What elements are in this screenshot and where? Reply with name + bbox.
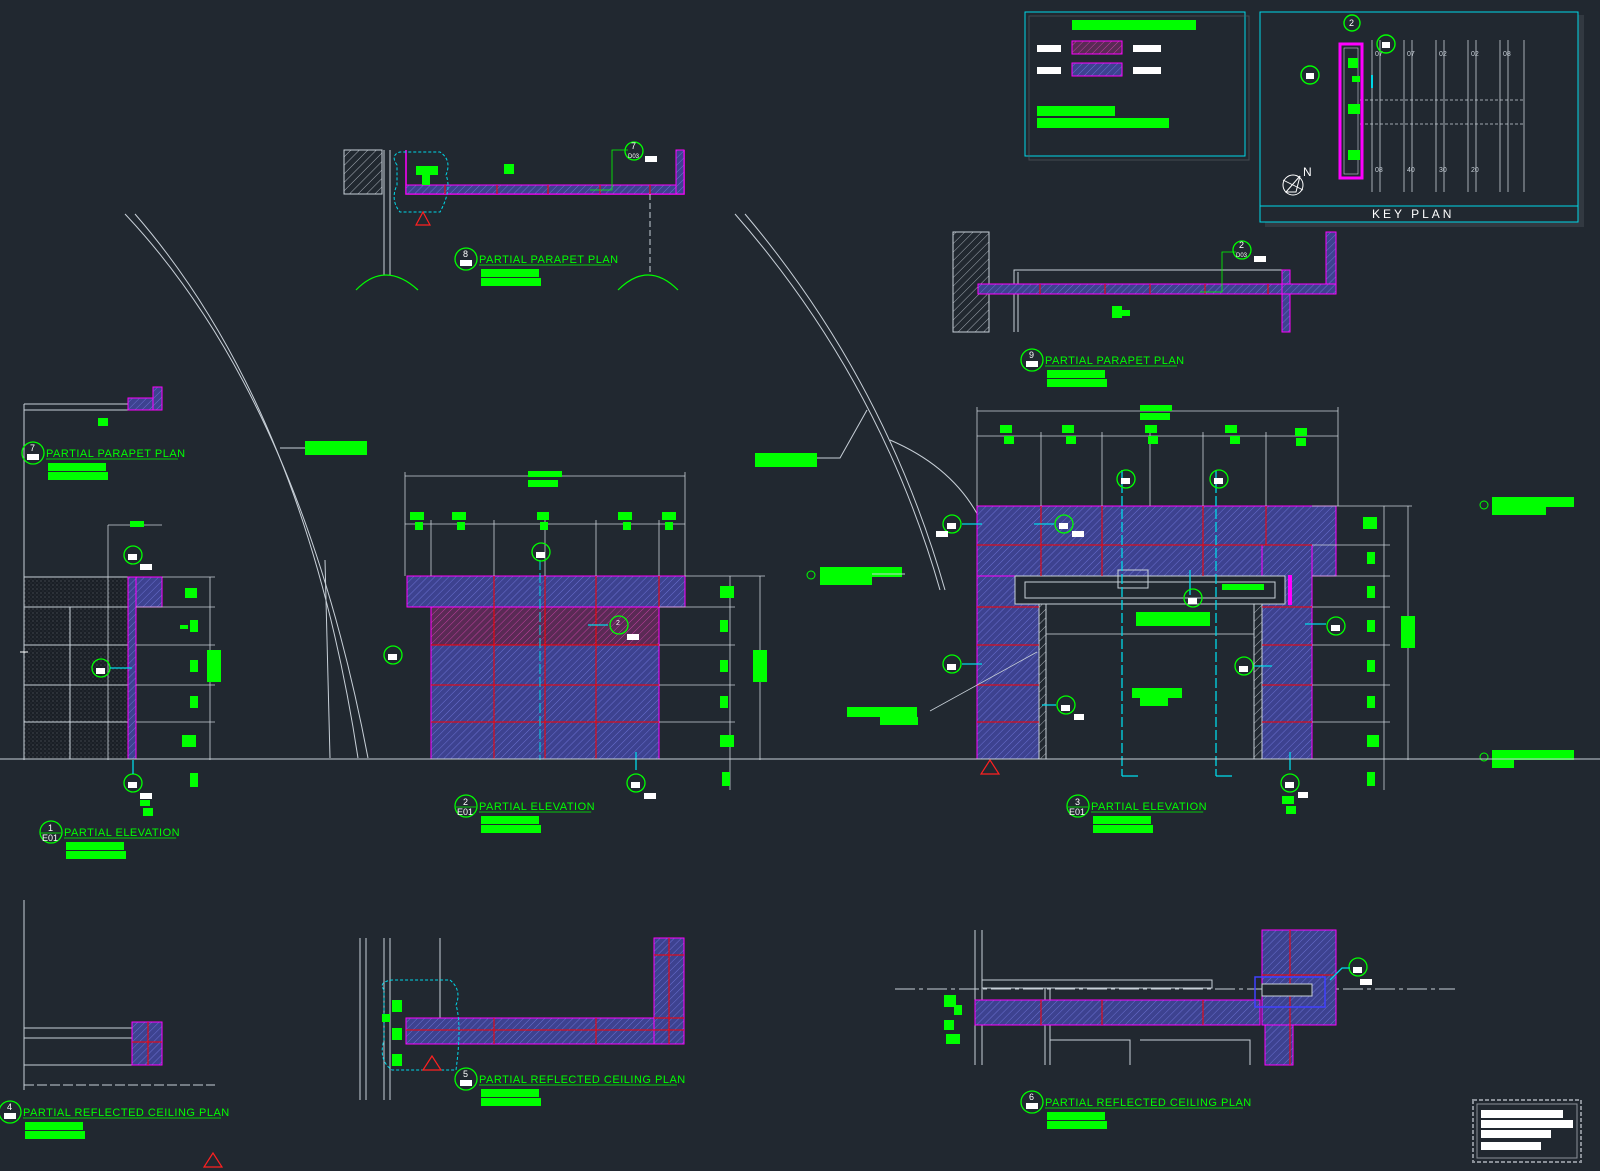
key-plan-callout-right[interactable] xyxy=(1376,34,1396,54)
key-plan-bay-label: 08 xyxy=(1375,167,1383,174)
key-plan[interactable]: KEY PLAN 07 07 02 02 08 08 40 30 20 2 xyxy=(1259,11,1584,227)
section-callout-icon[interactable] xyxy=(1209,469,1229,489)
key-plan-bay-label: 02 xyxy=(1471,51,1479,58)
detail-1-drawing[interactable] xyxy=(20,521,221,816)
detail-number: 1 xyxy=(48,823,53,833)
section-callout-icon[interactable] xyxy=(1116,469,1136,489)
section-callout-icon[interactable]: 2 xyxy=(588,615,639,640)
section-callout-icon[interactable] xyxy=(1042,695,1084,720)
detail-number-bubble-icon xyxy=(21,441,45,465)
legend-swatch-blue xyxy=(1071,62,1123,77)
section-callout-icon[interactable] xyxy=(123,545,152,570)
legend-swatch-magenta xyxy=(1071,40,1123,55)
detail-number: 9 xyxy=(1029,350,1034,360)
section-callout-icon[interactable] xyxy=(1034,514,1084,537)
key-plan-bay-label: 20 xyxy=(1471,167,1479,174)
detail-number: 8 xyxy=(463,249,468,259)
key-plan-bay-label: 40 xyxy=(1407,167,1415,174)
detail-number: 4 xyxy=(7,1102,12,1112)
svg-text:2: 2 xyxy=(616,620,620,627)
key-plan-title: KEY PLAN xyxy=(1372,207,1454,221)
svg-text:2: 2 xyxy=(1349,18,1354,28)
svg-text:D03: D03 xyxy=(1236,253,1248,259)
detail-title-text: PARTIAL PARAPET PLAN xyxy=(46,448,186,460)
key-plan-bay-label: 02 xyxy=(1439,51,1447,58)
legend-box xyxy=(1024,11,1250,161)
detail-number-bubble-icon xyxy=(1020,348,1044,372)
section-callout-icon[interactable] xyxy=(91,658,132,678)
key-plan-bay-label: 07 xyxy=(1407,51,1415,58)
detail-sheet-ref: E01 xyxy=(457,807,473,817)
detail-9-drawing[interactable]: 2 D03 xyxy=(952,231,1337,333)
detail-title-text: PARTIAL REFLECTED CEILING PLAN xyxy=(479,1074,686,1086)
key-plan-bay-label: 07 xyxy=(1375,51,1383,58)
detail-number-bubble-icon xyxy=(1020,1090,1044,1114)
detail-number-bubble-icon xyxy=(1066,794,1090,818)
section-callout-icon[interactable] xyxy=(1183,588,1203,608)
svg-text:2: 2 xyxy=(1239,240,1244,250)
svg-text:D03: D03 xyxy=(628,154,640,160)
revision-triangle-icon xyxy=(979,758,1001,775)
detail-title-text: PARTIAL REFLECTED CEILING PLAN xyxy=(23,1107,230,1119)
section-callout-icon[interactable] xyxy=(531,542,551,562)
svg-text:7: 7 xyxy=(631,141,636,151)
detail-3-drawing[interactable] xyxy=(847,405,1574,814)
detail-number-bubble-icon xyxy=(454,794,478,818)
detail-title-text: PARTIAL REFLECTED CEILING PLAN xyxy=(1045,1097,1252,1109)
detail-number: 6 xyxy=(1029,1092,1034,1102)
detail-8-drawing[interactable]: 7 D03 xyxy=(343,141,685,291)
detail-number: 2 xyxy=(463,797,468,807)
detail-sheet-ref: E01 xyxy=(1069,807,1085,817)
section-callout-icon[interactable] xyxy=(383,645,403,665)
sheet-stamp xyxy=(1472,1099,1582,1163)
detail-number-bubble-icon xyxy=(39,820,63,844)
detail-5-drawing[interactable] xyxy=(359,937,685,1100)
section-callout-icon[interactable] xyxy=(942,654,982,674)
detail-2-drawing[interactable]: 2 xyxy=(383,471,905,799)
detail-title-text: PARTIAL PARAPET PLAN xyxy=(1045,355,1185,367)
detail-number: 3 xyxy=(1075,797,1080,807)
detail-number-bubble-icon xyxy=(0,1100,22,1124)
north-label: N xyxy=(1303,165,1312,179)
detail-sheet-ref: E01 xyxy=(42,833,58,843)
section-callout-icon[interactable] xyxy=(123,760,152,799)
detail-4-drawing[interactable] xyxy=(23,900,224,1168)
key-plan-callout-top[interactable]: 2 xyxy=(1343,14,1361,32)
legend-title-bar xyxy=(1072,20,1196,30)
detail-6-drawing[interactable] xyxy=(895,929,1455,1066)
revision-triangle-icon xyxy=(202,1151,224,1168)
detail-title-text: PARTIAL ELEVATION xyxy=(1091,801,1207,813)
detail-title-text: PARTIAL PARAPET PLAN xyxy=(479,254,619,266)
section-callout-icon[interactable] xyxy=(1305,616,1346,636)
section-callout-icon[interactable] xyxy=(1234,656,1272,676)
section-callout-icon[interactable] xyxy=(1280,752,1308,798)
detail-title-text: PARTIAL ELEVATION xyxy=(479,801,595,813)
key-plan-callout-left[interactable] xyxy=(1300,65,1320,85)
section-callout-icon[interactable] xyxy=(936,514,982,537)
detail-number-bubble-icon xyxy=(454,1067,478,1091)
detail-callout-icon[interactable]: 7 D03 xyxy=(624,141,657,162)
curved-grid-lines xyxy=(124,213,986,759)
detail-number-bubble-icon xyxy=(454,247,478,271)
detail-number: 5 xyxy=(463,1069,468,1079)
key-plan-bay-label: 08 xyxy=(1503,51,1511,58)
detail-title-text: PARTIAL ELEVATION xyxy=(64,827,180,839)
revision-triangle-icon xyxy=(421,1054,443,1071)
section-callout-icon[interactable] xyxy=(1329,957,1372,985)
section-callout-icon[interactable] xyxy=(626,752,656,799)
key-plan-bay-label: 30 xyxy=(1439,167,1447,174)
detail-callout-icon[interactable]: 2 D03 xyxy=(1232,240,1266,262)
north-arrow-icon: N xyxy=(1282,165,1312,196)
detail-number: 7 xyxy=(30,443,35,453)
